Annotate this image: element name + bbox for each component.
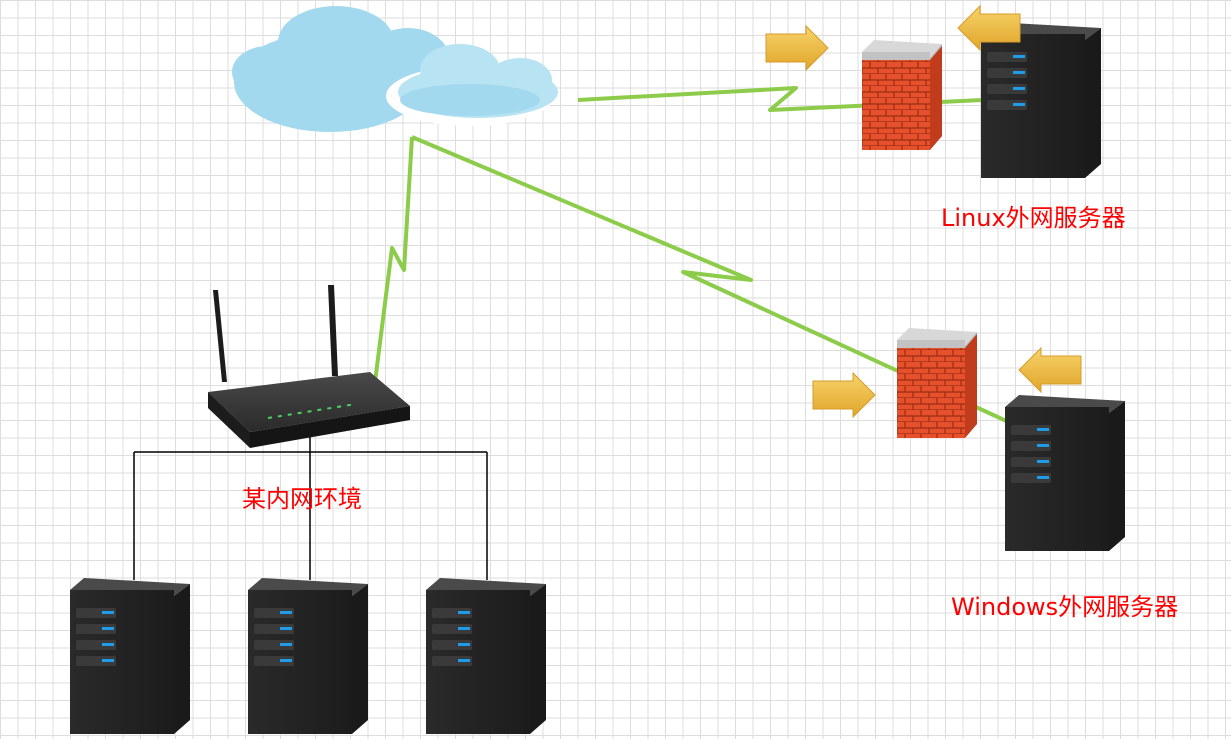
wireless-router-icon xyxy=(208,285,410,448)
internal-server-3 xyxy=(426,578,546,734)
windows-outbound-arrow xyxy=(1018,347,1082,393)
cloud-icon xyxy=(232,6,558,132)
windows-server xyxy=(1005,395,1125,551)
internal-server-2 xyxy=(248,578,368,734)
internal-network-label: 某内网环境 xyxy=(242,485,362,513)
linux-firewall xyxy=(862,40,942,150)
windows-server-label: Windows外网服务器 xyxy=(951,593,1179,621)
internal-server-1 xyxy=(70,578,190,734)
linux-server xyxy=(981,22,1101,178)
lan-wiring xyxy=(133,432,488,580)
windows-inbound-arrow xyxy=(812,372,876,418)
wan-link-cloud-to-windows xyxy=(411,135,1016,427)
linux-server-label: Linux外网服务器 xyxy=(941,204,1126,232)
windows-firewall xyxy=(897,328,977,438)
linux-inbound-arrow xyxy=(765,25,829,71)
wan-link-router-to-cloud xyxy=(373,136,414,383)
